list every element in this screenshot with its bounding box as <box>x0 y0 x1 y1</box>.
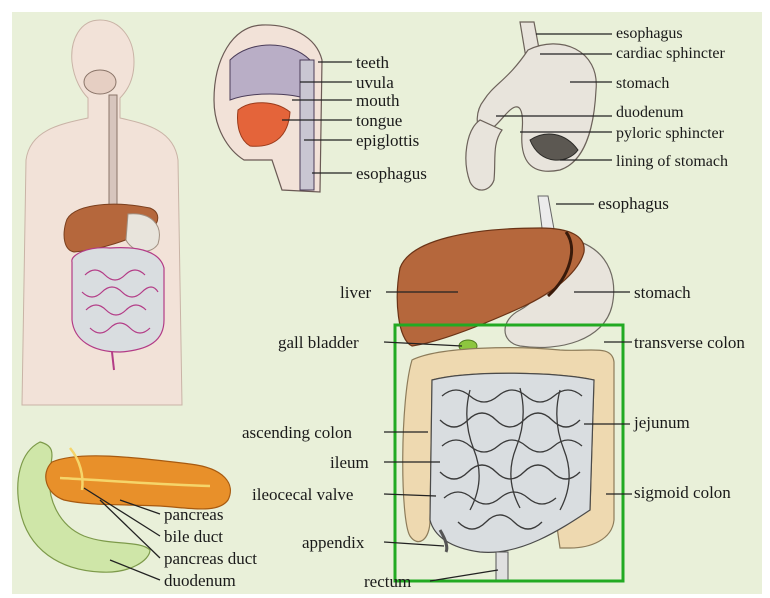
pancreas-label-bile-duct: bile duct <box>164 527 223 546</box>
main-label-rectum: rectum <box>364 572 411 591</box>
throat-tube <box>300 60 314 190</box>
stomach-label-stomach: stomach <box>616 75 669 92</box>
pancreas-label-pancreas-duct: pancreas duct <box>164 549 257 568</box>
main-label-ascending-colon: ascending colon <box>242 423 352 442</box>
body-esophagus-tube <box>109 95 117 213</box>
main-label-transverse-colon: transverse colon <box>634 333 745 352</box>
mouth-label-tongue: tongue <box>356 111 402 130</box>
stomach-label-cardiac-sphincter: cardiac sphincter <box>616 45 726 62</box>
mouth-label-uvula: uvula <box>356 73 394 92</box>
main-label-ileocecal-valve: ileocecal valve <box>252 485 353 504</box>
pancreas-label-pancreas: pancreas <box>164 505 223 524</box>
body-intestines <box>72 248 164 352</box>
stomach-label-duodenum: duodenum <box>616 104 684 121</box>
main-label-sigmoid-colon: sigmoid colon <box>634 483 731 502</box>
pancreas-label-duodenum: duodenum <box>164 571 236 590</box>
body-head-cavity <box>84 70 116 94</box>
nasal-cavity <box>230 45 310 100</box>
mouth-label-epiglottis: epiglottis <box>356 131 419 150</box>
main-label-appendix: appendix <box>302 533 365 552</box>
mouth-label-esophagus: esophagus <box>356 164 427 183</box>
stomach-label-lining-of-stomach: lining of stomach <box>616 153 728 170</box>
main-label-esophagus: esophagus <box>598 194 669 213</box>
main-label-ileum: ileum <box>330 453 369 472</box>
rectum-shape <box>496 552 508 580</box>
main-label-liver: liver <box>340 283 371 302</box>
main-organs <box>397 196 614 580</box>
mouth-label-mouth: mouth <box>356 91 400 110</box>
stomach-label-pyloric-sphincter: pyloric sphincter <box>616 125 725 142</box>
main-label-stomach: stomach <box>634 283 691 302</box>
stomach-label-esophagus: esophagus <box>616 25 683 42</box>
main-label-gall-bladder: gall bladder <box>278 333 359 352</box>
main-label-jejunum: jejunum <box>633 413 690 432</box>
mouth-label-teeth: teeth <box>356 53 390 72</box>
